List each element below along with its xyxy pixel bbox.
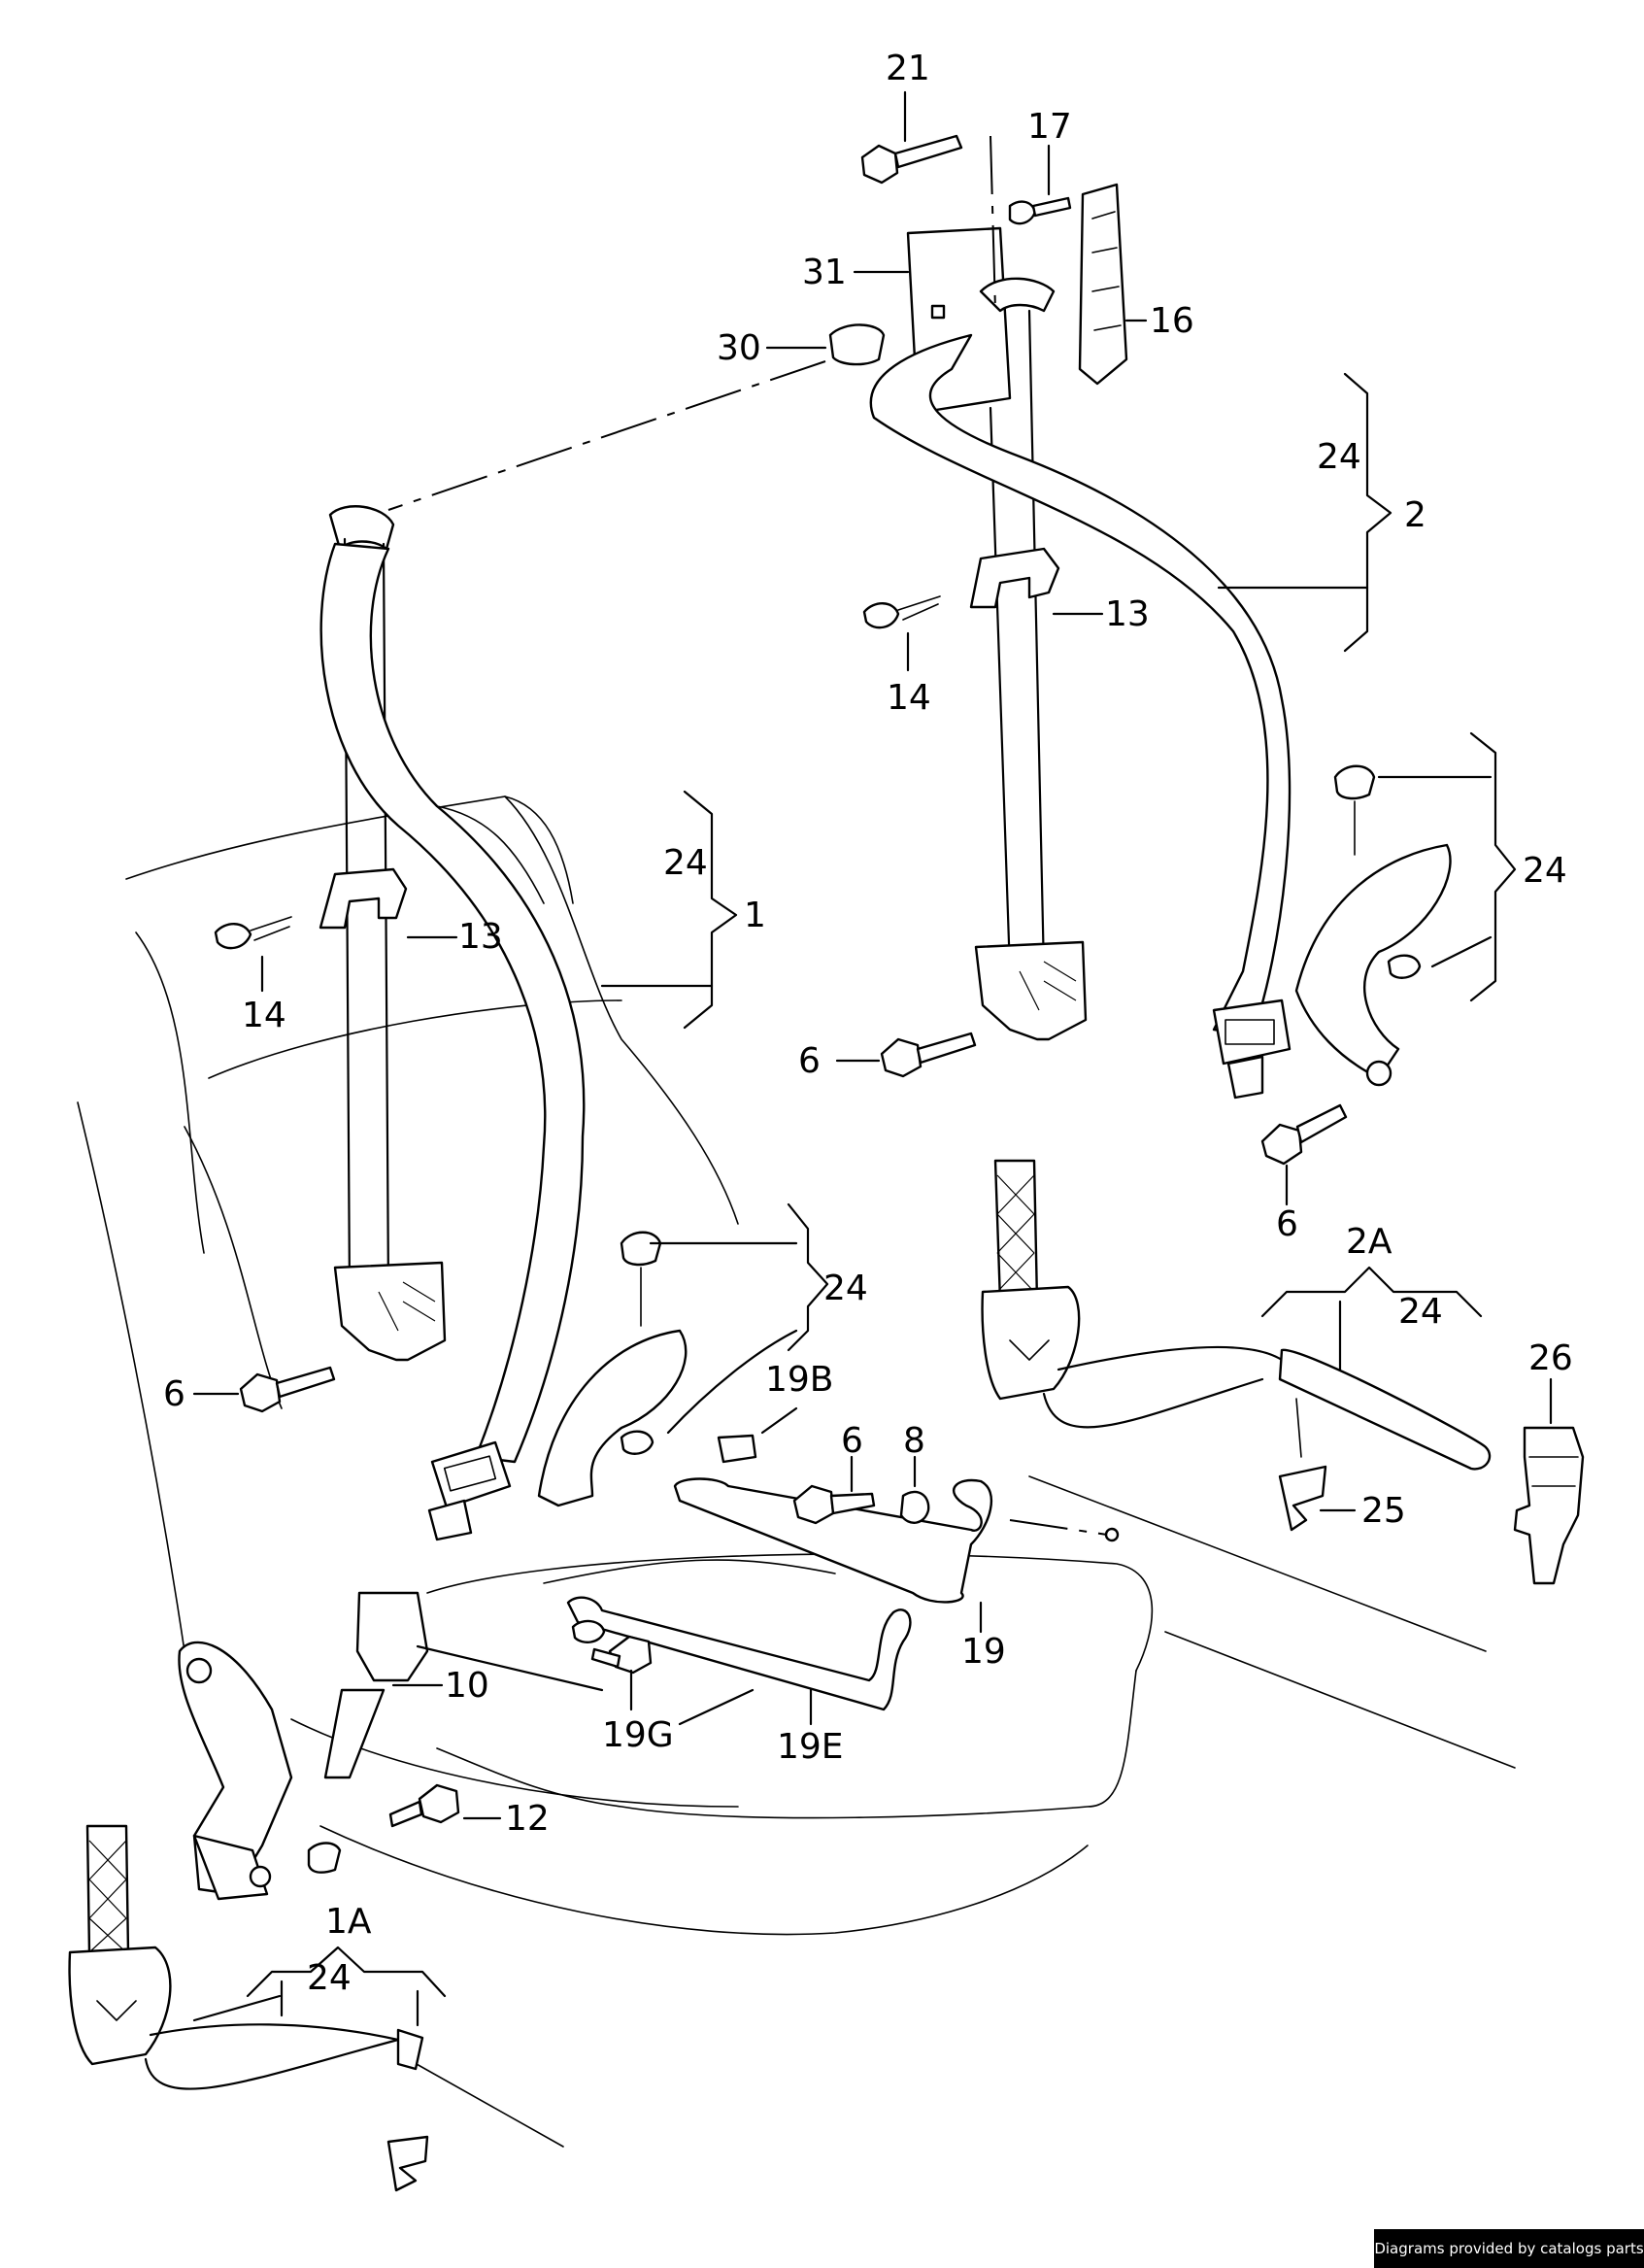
callout-26: 26 (1528, 1338, 1573, 1378)
bolt-6d (792, 1484, 835, 1525)
callout-6: 6 (798, 1041, 821, 1081)
callout-24: 24 (1317, 437, 1361, 477)
credit-banner: Diagrams provided by catalogs parts (1374, 2229, 1644, 2268)
bolt-17 (1008, 200, 1037, 225)
callout-2: 2 (1404, 495, 1426, 535)
callout-30: 30 (717, 328, 761, 368)
bolt-6b (1260, 1123, 1303, 1166)
callout-14: 14 (242, 996, 286, 1035)
height-adjuster-16 (1078, 183, 1128, 386)
callout-labels: 21 17 31 16 30 24 2 13 14 24 1 13 14 24 … (163, 49, 1573, 1998)
seat-outline (77, 795, 1516, 2148)
screw-14a (862, 602, 900, 629)
screw-14b (214, 923, 252, 950)
callout-19G: 19G (602, 1715, 674, 1755)
guide-13a (969, 547, 1060, 609)
bolt-21 (860, 144, 899, 185)
callout-6: 6 (1276, 1204, 1298, 1244)
callout-25: 25 (1361, 1491, 1406, 1531)
callout-24: 24 (1398, 1292, 1443, 1332)
callout-14: 14 (887, 678, 931, 718)
connection-line (387, 360, 826, 511)
callout-24: 24 (1523, 851, 1567, 891)
callout-19E: 19E (777, 1727, 844, 1767)
retractor-lower-2 (974, 940, 1088, 1041)
callout-13: 13 (458, 917, 503, 957)
callout-6: 6 (841, 1421, 863, 1461)
callout-1A: 1A (325, 1902, 372, 1942)
buckle-10 (178, 1591, 429, 1901)
bolt-6c (239, 1372, 282, 1413)
retractor-lower-1 (333, 1261, 447, 1362)
callout-13: 13 (1105, 594, 1150, 634)
callout-12: 12 (505, 1799, 550, 1839)
leader-lines (192, 90, 1553, 2027)
callout-6: 6 (163, 1374, 185, 1414)
callout-24: 24 (307, 1958, 352, 1998)
bolt-12 (388, 1783, 460, 1828)
guide-13b (319, 867, 408, 930)
bolt-6a (880, 1037, 923, 1078)
callout-2A: 2A (1346, 1222, 1392, 1262)
callout-21: 21 (886, 49, 930, 88)
clip-26 (1513, 1426, 1585, 1585)
callout-8: 8 (903, 1421, 925, 1461)
connection-line-rail (990, 135, 996, 312)
callout-24: 24 (823, 1269, 868, 1308)
retractor-2A (981, 1159, 1585, 1585)
callout-24: 24 (663, 843, 708, 883)
cap-30 (828, 323, 886, 366)
callout-31: 31 (802, 253, 847, 292)
washer-8 (899, 1490, 930, 1524)
retractor-1A (68, 1824, 429, 2192)
callout-17: 17 (1027, 107, 1072, 147)
bracket-19 (566, 1434, 1120, 1711)
belt-assembly-1 (214, 505, 688, 1541)
callout-10: 10 (445, 1666, 489, 1706)
callout-16: 16 (1150, 301, 1194, 341)
belt-assembly-2 (828, 134, 1452, 1166)
callout-1: 1 (744, 896, 766, 935)
callout-19B: 19B (765, 1360, 834, 1400)
callout-19: 19 (961, 1632, 1006, 1672)
